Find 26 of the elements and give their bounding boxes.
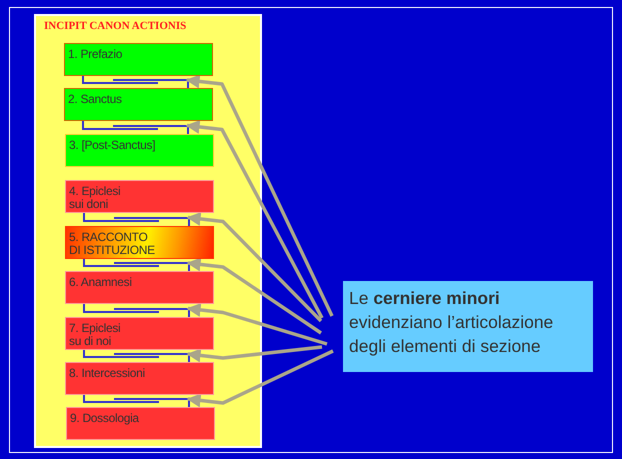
step-box: 7. Epiclesi su di noi [65,317,214,350]
step-box: 6. Anamnesi [65,271,214,304]
step-box: 9. Dossologia [66,407,215,440]
arrow [186,349,334,408]
hinge-bracket [83,121,188,134]
arrow [186,302,328,346]
arrow [186,120,324,319]
step-box: 2. Sanctus [64,88,213,121]
hinge-bracket [84,213,189,226]
step-box: 4. Epiclesi sui doni [65,180,214,213]
hinge-bracket [84,395,189,407]
arrow [186,212,322,322]
callout-box: Le cerniere minori evidenziano l’articolazione degli elementi di sezione [343,281,593,372]
arrow [186,345,322,362]
step-box: 1. Prefazio [64,43,213,76]
hinge-bracket [84,304,189,317]
arrow [186,257,322,334]
step-box: 8. Intercessioni [65,362,214,395]
step-box: 5. RACCONTO DI ISTITUZIONE [65,226,214,259]
hinge-bracket [84,259,189,271]
section-panel [34,14,262,448]
hinge-bracket [84,350,189,362]
hinge-bracket [83,76,188,88]
step-box: 3. [Post-Sanctus] [65,134,214,167]
arrow [186,74,334,317]
panel-title: INCIPIT CANON ACTIONIS [44,20,186,32]
